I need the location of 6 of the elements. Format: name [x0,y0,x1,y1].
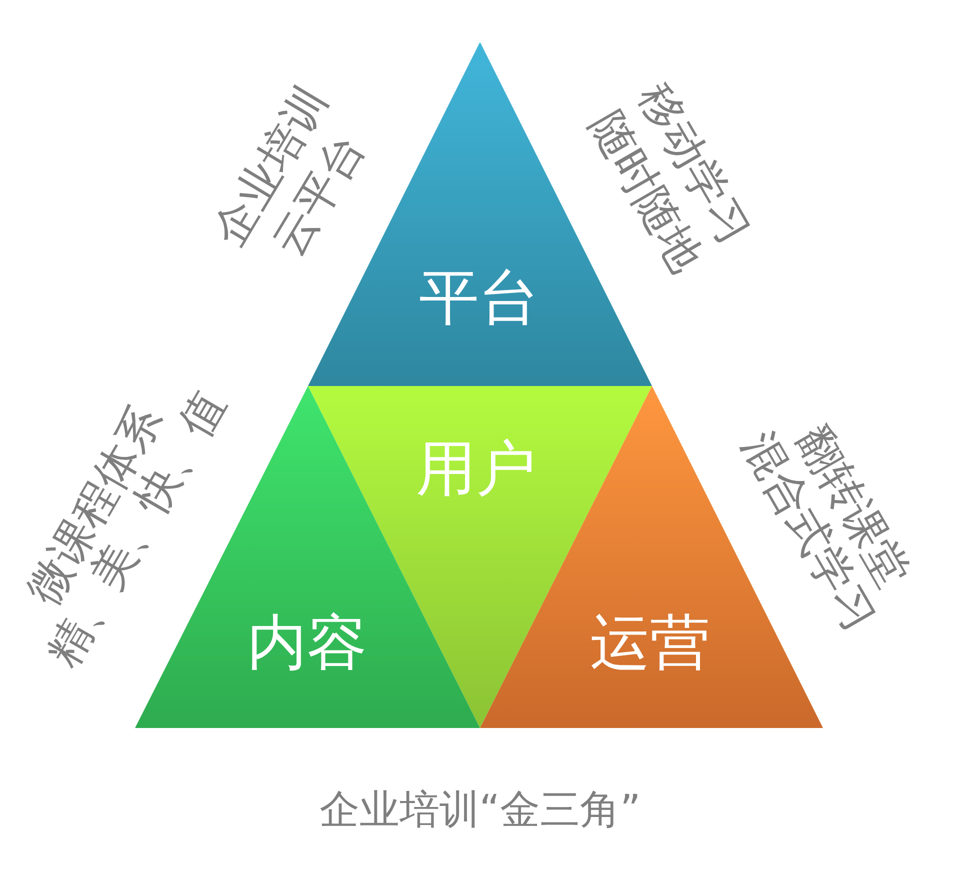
figure-caption: 企业培训“金三角” [319,786,641,834]
triangle-segment [308,386,652,728]
segment-label: 用户 [416,439,536,499]
segment-label: 运营 [590,613,710,673]
segment-label: 内容 [247,613,367,673]
segment-label: 平台 [419,268,539,328]
